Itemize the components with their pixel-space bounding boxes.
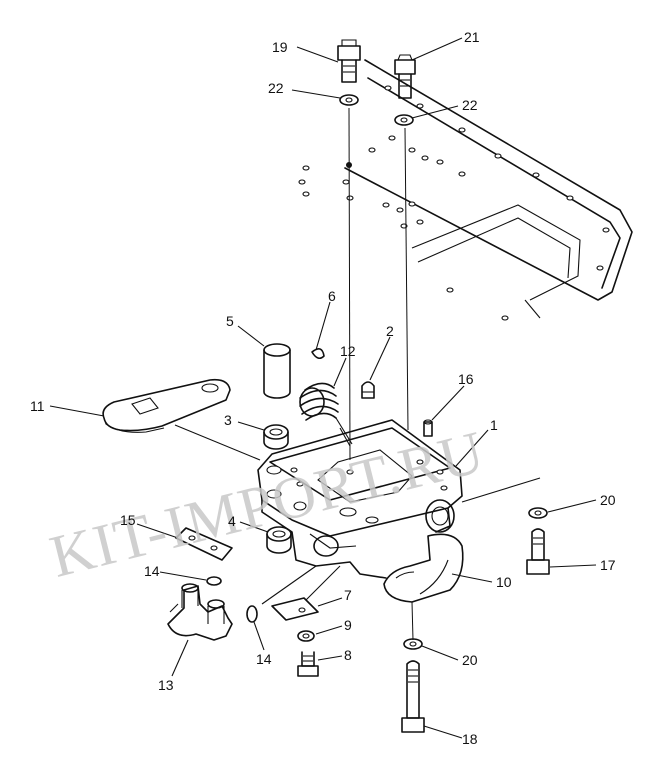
washer-9 [297,630,315,642]
pin-16 [423,419,433,437]
callout-19: 19 [272,39,288,55]
callout-3: 3 [224,412,232,428]
o-ring-14-lower [246,605,258,623]
callout-5: 5 [226,313,234,329]
spring-12 [299,382,353,445]
lever-arm-11 [102,378,231,433]
callout-4: 4 [228,513,236,529]
callout-7: 7 [344,587,352,603]
callout-labels: 19 21 22 22 6 5 2 12 16 11 3 1 20 15 4 1… [30,29,616,747]
callout-14-upper: 14 [144,563,160,579]
bushing-3 [263,424,289,450]
bolt-8 [297,651,319,677]
leader-lines [49,37,597,739]
bolt-19 [337,39,361,83]
callout-22-right: 22 [462,97,478,113]
washer-20-upper [528,507,548,519]
callout-14-lower: 14 [256,651,272,667]
callout-9: 9 [344,617,352,633]
washer-20-lower [403,638,423,650]
mounting-frame [298,59,633,321]
valve-block-13 [167,583,233,641]
housing-1 [257,419,463,579]
callout-6: 6 [328,288,336,304]
washer-22-right [394,114,414,126]
bushing-4 [266,526,292,554]
watermark: KIT-IMPORT.RU [44,418,491,590]
bolt-17 [526,528,550,575]
callout-17: 17 [600,557,616,573]
callout-10: 10 [496,574,512,590]
frame-holes [298,85,610,321]
callout-11: 11 [30,398,45,414]
arm-10 [383,533,464,603]
callout-1: 1 [490,417,498,433]
washer-22-left [339,94,359,106]
pin-5 [263,343,291,399]
bolt-21 [394,54,416,99]
bolt-18 [401,660,425,733]
callout-8: 8 [344,647,352,663]
callout-18: 18 [462,731,478,747]
callout-2: 2 [386,323,394,339]
key-6 [311,348,325,360]
callout-13: 13 [158,677,174,693]
o-ring-14-upper [206,576,222,586]
callout-16: 16 [458,371,474,387]
plate-7 [271,597,319,621]
callout-12: 12 [340,343,356,359]
callout-22-left: 22 [268,80,284,96]
callout-20-lower: 20 [462,652,478,668]
callout-20-upper: 20 [600,492,616,508]
callout-15: 15 [120,512,136,528]
plate-15 [175,527,233,561]
callout-21: 21 [464,29,480,45]
plug-2 [361,381,375,399]
